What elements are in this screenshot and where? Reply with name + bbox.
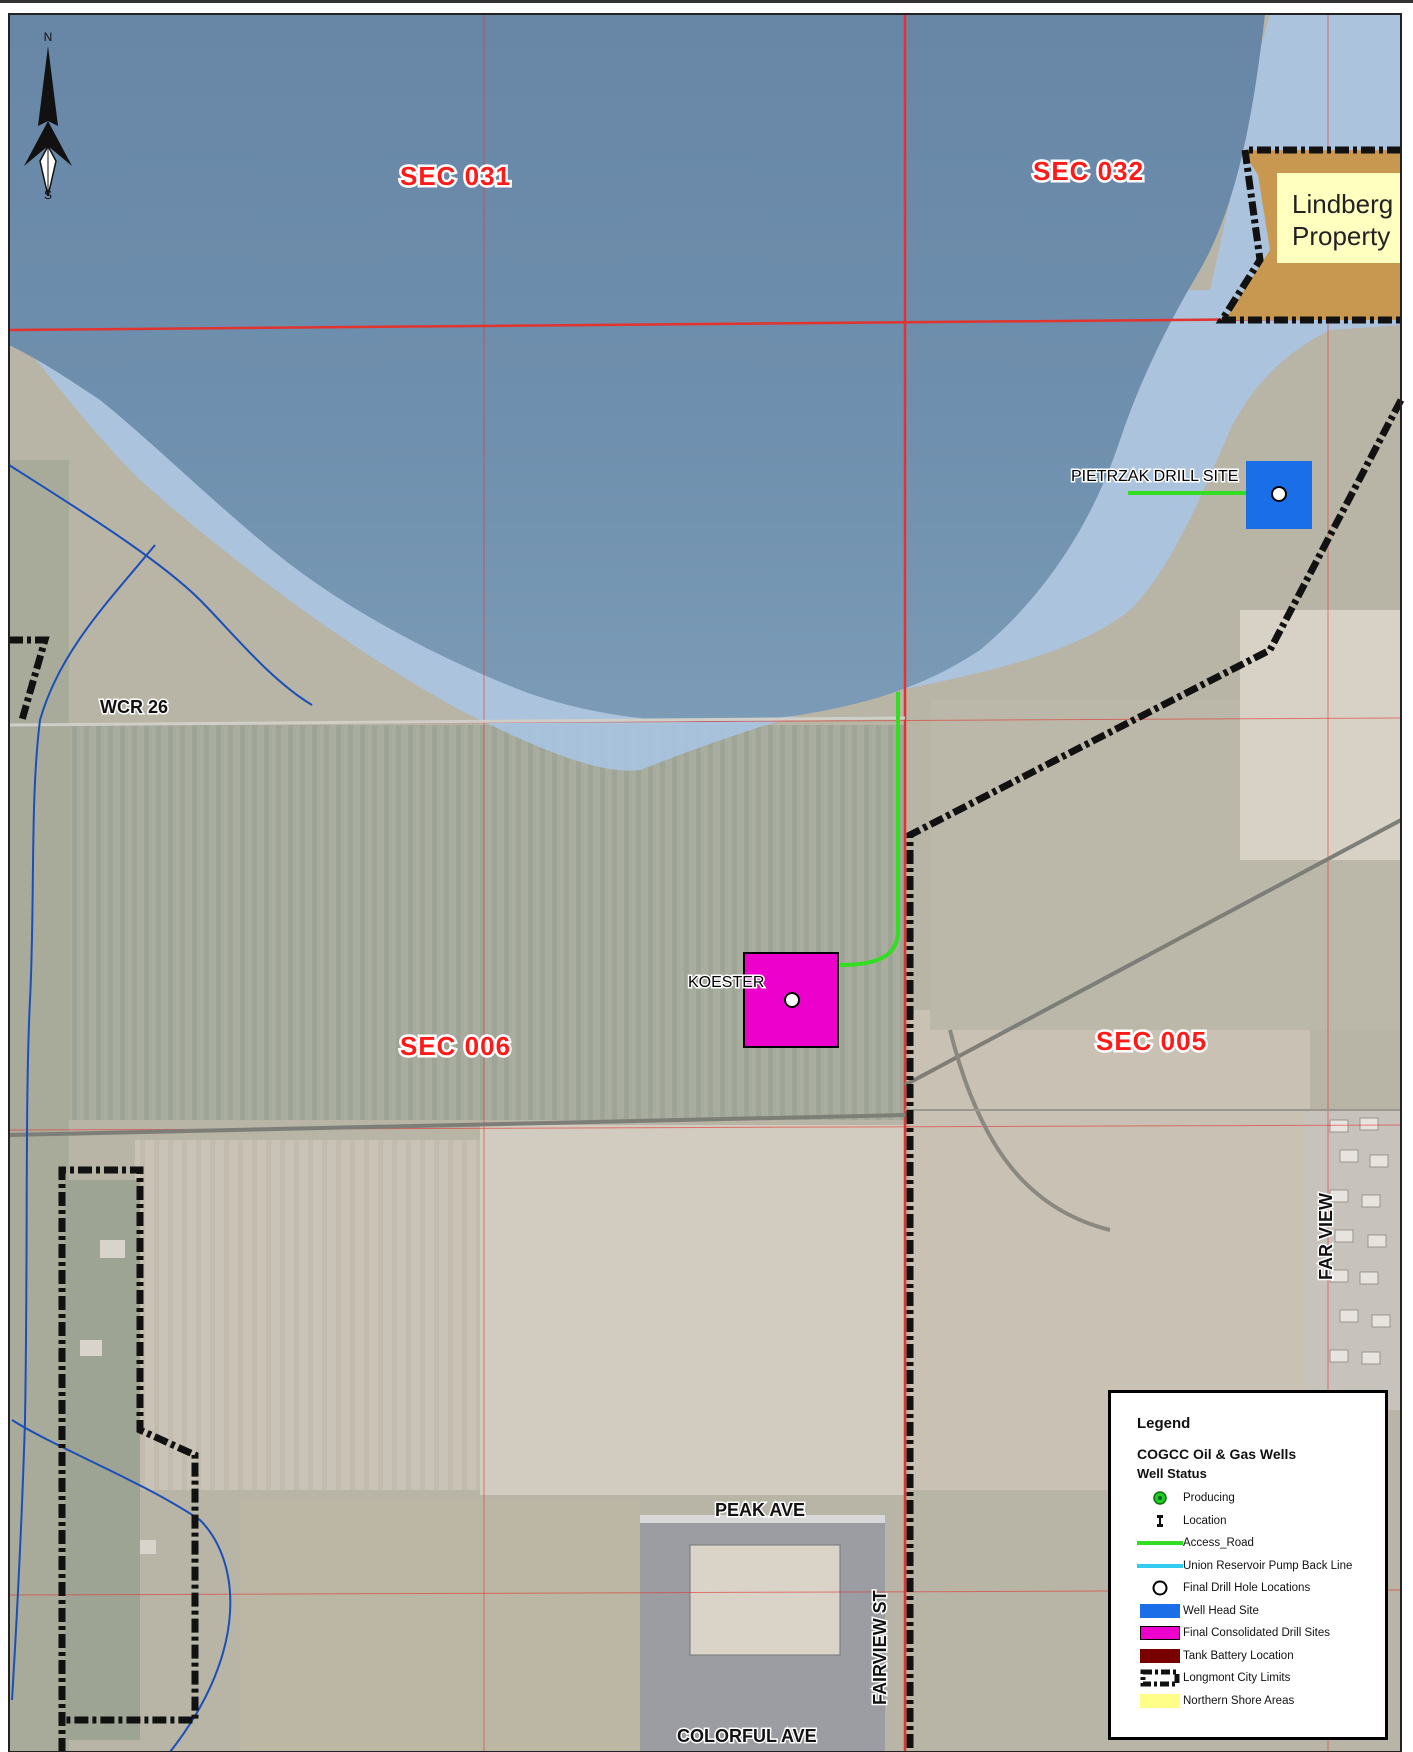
tank-battery-swatch: [1140, 1648, 1180, 1663]
road-label-colorful-ave: COLORFUL AVE: [677, 1726, 817, 1746]
location-well-icon: [1157, 1514, 1163, 1527]
koester-drill-hole-icon[interactable]: [784, 992, 800, 1008]
north-arrow: N S: [22, 30, 74, 205]
lindberg-label-box: [1277, 173, 1401, 263]
koester-label: KOESTER: [688, 974, 764, 991]
longmont-city-limits: [9, 146, 1405, 1752]
legend-label: Union Reservoir Pump Back Line: [1183, 1559, 1353, 1572]
residential-houses: [1329, 1117, 1391, 1365]
streams: [8, 464, 313, 1752]
section-label-031: SEC 031: [400, 161, 511, 191]
legend-label: Tank Battery Location: [1183, 1649, 1294, 1662]
peak-ave-road: [640, 1515, 885, 1523]
legend-item-tank-battery: Tank Battery Location: [1137, 1645, 1365, 1668]
map-frame: [8, 13, 1402, 1752]
lindberg-label-line2: Property: [1292, 221, 1390, 251]
homestead-strip: [65, 1180, 140, 1740]
legend-label: Final Consolidated Drill Sites: [1183, 1627, 1331, 1640]
legend-item-producing: Producing: [1137, 1487, 1365, 1510]
pump-back-line: [1137, 1563, 1183, 1568]
map-legend: Legend COGCC Oil & Gas Wells Well Status…: [1108, 1390, 1388, 1740]
commercial-building: [689, 1544, 841, 1656]
union-reservoir: [9, 14, 1265, 722]
legend-item-pump-back-line: Union Reservoir Pump Back Line: [1137, 1555, 1365, 1578]
producing-well-icon: [1153, 1491, 1167, 1505]
legend-title: Legend: [1137, 1415, 1191, 1432]
legend-item-shore-areas: Northern Shore Areas: [1137, 1690, 1365, 1713]
legend-group: COGCC Oil & Gas Wells: [1137, 1446, 1297, 1462]
south-label: S: [43, 188, 52, 202]
building: [80, 1340, 102, 1356]
legend-label: Location: [1183, 1514, 1227, 1527]
drill-hole-icon: [1152, 1580, 1168, 1596]
section-label-032: SEC 032: [1033, 156, 1144, 186]
north-arrow-icon: [24, 46, 72, 196]
section-label-006: SEC 006: [400, 1031, 511, 1061]
legend-item-drill-hole: Final Drill Hole Locations: [1137, 1577, 1365, 1600]
legend-item-city-limits: Longmont City Limits: [1137, 1667, 1365, 1690]
field-east: [1240, 610, 1401, 860]
field-bottom: [240, 1500, 640, 1752]
section-label-005: SEC 005: [1096, 1026, 1207, 1056]
building: [100, 1240, 125, 1258]
building: [140, 1540, 156, 1554]
road-label-wcr26: WCR 26: [100, 697, 168, 717]
legend-item-location: Location: [1137, 1510, 1365, 1533]
north-label: N: [43, 30, 53, 44]
city-limits-swatch: [1140, 1669, 1180, 1687]
roads: [8, 716, 1402, 1232]
pietrzak-drill-hole-icon[interactable]: [1271, 486, 1287, 502]
field-sec006: [60, 725, 905, 1120]
legend-label: Well Head Site: [1183, 1604, 1259, 1617]
lindberg-label-line1: Lindberg: [1292, 189, 1393, 219]
legend-subgroup: Well Status: [1137, 1466, 1207, 1481]
shore-area-swatch: [1140, 1693, 1180, 1708]
legend-label: Final Drill Hole Locations: [1183, 1582, 1311, 1595]
legend-item-access-road: Access_Road: [1137, 1532, 1365, 1555]
pietrzak-drill-site-label: PIETRZAK DRILL SITE: [1071, 468, 1238, 485]
frame-top: [0, 0, 1413, 3]
legend-label: Longmont City Limits: [1183, 1672, 1291, 1685]
legend-label: Access_Road: [1183, 1537, 1254, 1550]
legend-label: Northern Shore Areas: [1183, 1694, 1295, 1707]
road-label-fairview-st: FAIRVIEW ST: [870, 1590, 890, 1705]
field-south-center: [480, 1125, 905, 1495]
well-head-swatch: [1140, 1603, 1180, 1618]
legend-item-drill-sites: Final Consolidated Drill Sites: [1137, 1622, 1365, 1645]
legend-item-well-head-site: Well Head Site: [1137, 1600, 1365, 1623]
access-road-line: [1137, 1541, 1183, 1546]
legend-label: Producing: [1183, 1492, 1235, 1505]
drill-site-swatch: [1140, 1626, 1180, 1641]
road-label-peak-ave: PEAK AVE: [715, 1500, 805, 1520]
road-label-far-view: FAR VIEW: [1316, 1193, 1336, 1280]
